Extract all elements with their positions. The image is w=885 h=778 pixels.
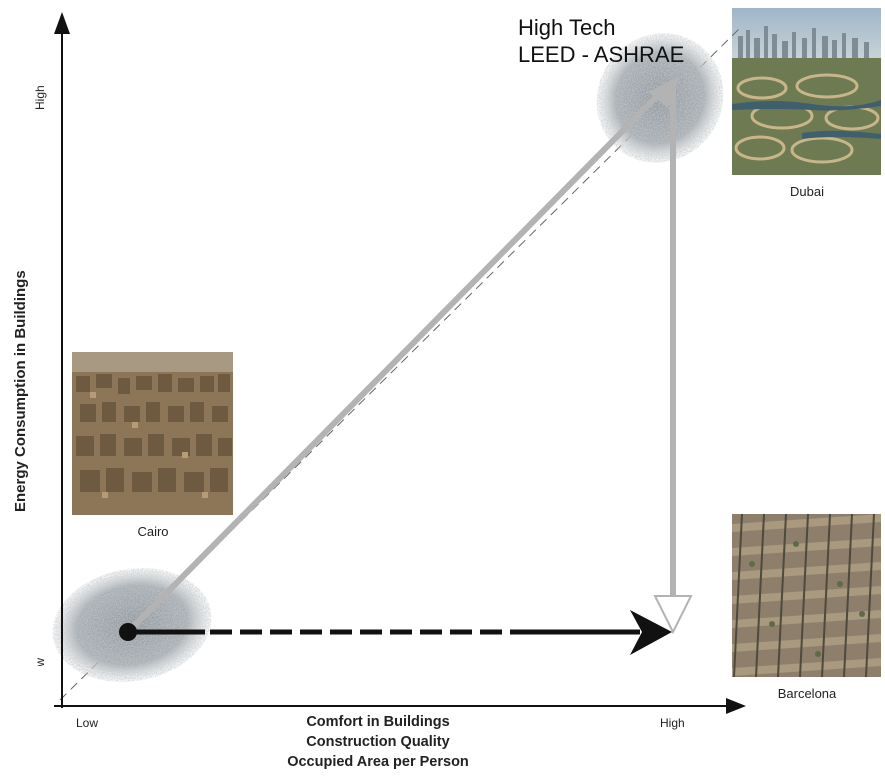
headline-line-2: LEED - ASHRAE	[518, 42, 685, 67]
dubai-caption: Dubai	[790, 184, 824, 199]
diagonal-arrowhead	[648, 76, 680, 108]
barcelona-aerial-image	[732, 514, 881, 677]
cairo-caption: Cairo	[137, 524, 169, 539]
headline-line-1: High Tech	[518, 15, 616, 40]
growth-diagonal-path	[129, 85, 668, 631]
high-tech-label: High Tech LEED - ASHRAE	[518, 14, 684, 68]
y-axis-high-label: High	[33, 85, 47, 110]
x-axis-title-line-3: Occupied Area per Person	[287, 754, 469, 770]
x-axis-high-label: High	[660, 716, 685, 730]
x-axis-title-line-1: Comfort in Buildings	[306, 714, 450, 730]
barcelona-photo	[732, 514, 881, 677]
direct-path-arrowhead	[630, 610, 672, 655]
barcelona-caption: Barcelona	[777, 686, 837, 701]
y-axis-title: Energy Consumption in Buildings	[12, 270, 29, 512]
dubai-photo	[732, 8, 881, 175]
dubai-aerial-image	[732, 8, 881, 175]
origin-dot	[119, 623, 137, 641]
x-axis-arrowhead	[726, 698, 746, 714]
x-axis-title: Comfort in Buildings Construction Qualit…	[228, 712, 528, 772]
y-axis-arrowhead	[54, 12, 70, 34]
descent-arrowhead-outline	[653, 595, 693, 635]
cairo-photo	[72, 352, 233, 515]
x-axis-title-line-2: Construction Quality	[306, 734, 450, 750]
x-axis-low-label: Low	[76, 716, 99, 730]
cairo-aerial-image	[72, 352, 233, 515]
